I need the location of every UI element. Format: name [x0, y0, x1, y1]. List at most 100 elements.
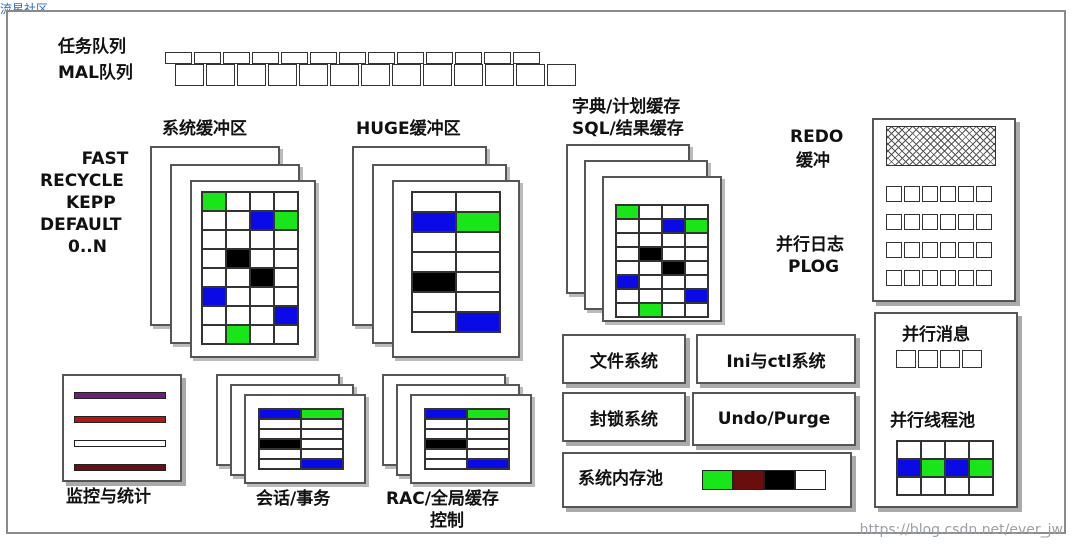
grid-cell: [921, 441, 945, 459]
grid-cell: [274, 192, 298, 211]
grid-cell: [202, 192, 226, 211]
grid-cell: [662, 303, 685, 317]
grid-cell: [425, 409, 467, 419]
plog-slot: [886, 270, 902, 286]
plog-slot: [922, 214, 938, 230]
session-label: 会话/事务: [256, 489, 331, 509]
grid-cell: [274, 211, 298, 230]
grid-cell: [412, 192, 456, 212]
plog-slot: [940, 270, 956, 286]
grid-cell: [274, 306, 298, 325]
grid-cell: [639, 289, 662, 303]
queue-slot: [330, 64, 359, 86]
dict-cache-grid: [615, 204, 709, 318]
grid-cell: [226, 230, 250, 249]
pool-kepp-label: KEPP: [66, 193, 116, 213]
grid-cell: [897, 477, 921, 495]
grid-cell: [456, 292, 500, 312]
grid-cell: [226, 211, 250, 230]
queue-slot: [339, 52, 366, 64]
grid-cell: [685, 303, 708, 317]
mem-pool-label: 系统内存池: [578, 469, 663, 489]
grid-cell: [639, 205, 662, 219]
monitor-bar: [74, 416, 166, 423]
grid-cell: [639, 303, 662, 317]
grid-cell: [616, 289, 639, 303]
grid-cell: [250, 230, 274, 249]
grid-cell: [226, 287, 250, 306]
plog-row: [886, 270, 994, 286]
pool-recycle-label: RECYCLE: [40, 171, 124, 191]
grid-cell: [662, 289, 685, 303]
grid-cell: [616, 205, 639, 219]
grid-cell: [202, 287, 226, 306]
queue-slot: [194, 52, 221, 64]
grid-cell: [202, 249, 226, 268]
grid-cell: [467, 439, 509, 449]
grid-cell: [616, 275, 639, 289]
grid-cell: [250, 306, 274, 325]
grid-cell: [685, 275, 708, 289]
grid-cell: [685, 205, 708, 219]
monitor-bar: [74, 464, 166, 471]
grid-cell: [456, 212, 500, 232]
pool-default-label: DEFAULT: [40, 215, 122, 235]
grid-cell: [202, 268, 226, 287]
grid-cell: [639, 247, 662, 261]
grid-cell: [259, 429, 301, 439]
grid-cell: [301, 459, 343, 469]
grid-cell: [662, 247, 685, 261]
grid-cell: [616, 303, 639, 317]
grid-cell: [250, 268, 274, 287]
mal-queue-label: MAL队列: [58, 63, 133, 83]
grid-cell: [456, 252, 500, 272]
plog-slot: [886, 186, 902, 202]
plog-slot: [976, 242, 992, 258]
grid-cell: [662, 205, 685, 219]
grid-cell: [639, 233, 662, 247]
grid-cell: [897, 459, 921, 477]
plog-slot: [940, 242, 956, 258]
grid-cell: [921, 477, 945, 495]
plog-slot: [958, 186, 974, 202]
grid-cell: [259, 459, 301, 469]
queue-slot: [237, 64, 266, 86]
grid-cell: [685, 219, 708, 233]
queue-slot: [516, 64, 545, 86]
queue-slot: [361, 64, 390, 86]
session-grid: [258, 408, 344, 470]
grid-cell: [945, 459, 969, 477]
plog-slot: [958, 270, 974, 286]
queue-slot: [455, 52, 482, 64]
monitor-bar: [74, 392, 166, 399]
plog-slot: [886, 214, 902, 230]
plog-slot: [904, 214, 920, 230]
queue-slot: [454, 64, 483, 86]
grid-cell: [226, 325, 250, 344]
grid-cell: [202, 306, 226, 325]
grid-cell: [226, 268, 250, 287]
mal-queue: [175, 64, 578, 86]
queue-slot: [484, 52, 511, 64]
grid-cell: [425, 419, 467, 429]
plog-slot: [976, 214, 992, 230]
grid-cell: [301, 429, 343, 439]
grid-cell: [456, 192, 500, 212]
grid-cell: [662, 219, 685, 233]
mem-pool-block: [795, 470, 826, 490]
grid-cell: [685, 247, 708, 261]
queue-slot: [426, 52, 453, 64]
grid-cell: [616, 219, 639, 233]
grid-cell: [202, 230, 226, 249]
grid-cell: [301, 439, 343, 449]
parallel-thread-pool-label: 并行线程池: [890, 411, 975, 431]
grid-cell: [921, 459, 945, 477]
plog-slot: [922, 186, 938, 202]
grid-cell: [425, 459, 467, 469]
grid-cell: [467, 429, 509, 439]
grid-cell: [456, 312, 500, 332]
grid-cell: [412, 292, 456, 312]
mem-pool-block: [702, 470, 733, 490]
file-system-card: 文件系统: [562, 334, 686, 384]
grid-cell: [301, 449, 343, 459]
